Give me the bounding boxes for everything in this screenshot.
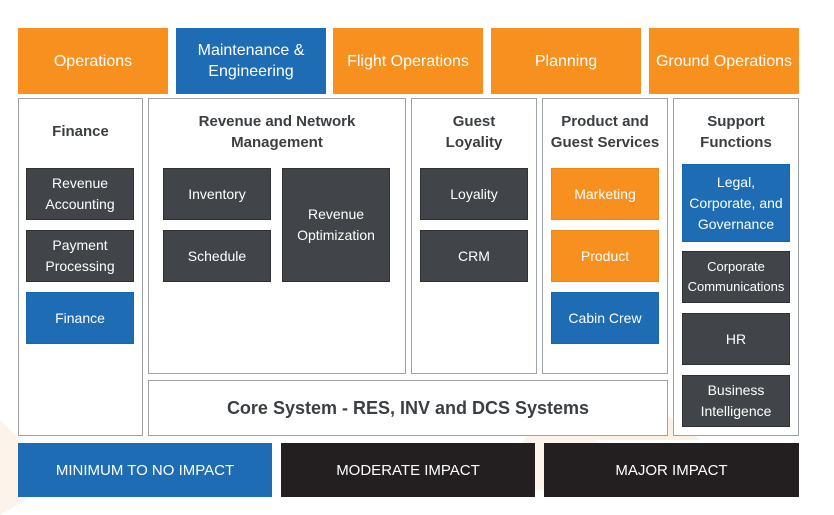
tile-cabin-crew: Cabin Crew (551, 292, 659, 344)
panel-title: Finance (52, 123, 109, 140)
department-label: Flight Operations (347, 52, 469, 70)
tile-schedule: Schedule (163, 230, 271, 282)
department-label: Maintenance & Engineering (197, 42, 305, 80)
legend-moderate-impact: MODERATE IMPACT (281, 443, 535, 497)
department-label: Operations (53, 52, 133, 70)
tile-marketing: Marketing (551, 168, 659, 220)
tile-inventory: Inventory (163, 168, 271, 220)
legend-minimum-impact: MINIMUM TO NO IMPACT (18, 443, 272, 497)
legend-major-impact: MAJOR IMPACT (544, 443, 799, 497)
tile-corporate-communications: Corporate Communications (682, 251, 790, 303)
tile-finance: Finance (26, 292, 134, 344)
tile-product: Product (551, 230, 659, 282)
department-flight-operations: Flight Operations (333, 28, 483, 94)
department-label: Planning (534, 52, 598, 70)
department-ground-operations: Ground Operations (649, 28, 799, 94)
core-system-bar: Core System - RES, INV and DCS Systems (148, 380, 668, 436)
department-label: Ground Operations (655, 52, 793, 70)
tile-legal-corporate-governance: Legal, Corporate, and Governance (682, 164, 790, 242)
department-maintenance-engineering: Maintenance & Engineering (176, 28, 326, 94)
tile-crm: CRM (420, 230, 528, 282)
panel-title: Product and Guest Services (550, 113, 660, 151)
tile-loyality: Loyality (420, 168, 528, 220)
panel-title: Support Functions (700, 113, 772, 151)
tile-business-intelligence: Business Intelligence (682, 375, 790, 427)
tile-revenue-optimization: Revenue Optimization (282, 168, 390, 282)
tile-hr: HR (682, 313, 790, 365)
tile-revenue-accounting: Revenue Accounting (26, 168, 134, 220)
panel-title: Revenue and Network Management (198, 113, 356, 151)
panel-title: Guest Loyality (445, 113, 503, 151)
department-planning: Planning (491, 28, 641, 94)
tile-payment-processing: Payment Processing (26, 230, 134, 282)
department-operations: Operations (18, 28, 168, 94)
